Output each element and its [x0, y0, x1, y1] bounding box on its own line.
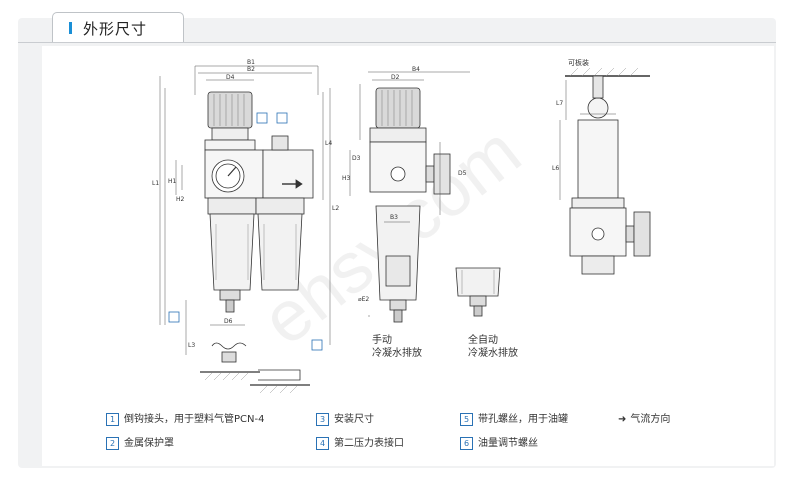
- lubricator-bowl: [257, 213, 303, 291]
- legend-num-1: 1: [106, 412, 119, 426]
- manual-drain-caption: 手动 冷凝水排放: [372, 334, 422, 360]
- auto-drain-bowl: [455, 267, 501, 297]
- legend-item-4: 4 第二压力表接口: [316, 434, 404, 450]
- legend-text-2: 金属保护罩: [124, 438, 174, 449]
- auto-caption-line2: 冷凝水排放: [468, 348, 518, 359]
- lubricator-body: [262, 149, 314, 199]
- section-tab: 外形尺寸: [52, 12, 184, 43]
- side-gauge: [433, 153, 451, 195]
- tab-accent-bar: [69, 22, 72, 34]
- legend-text-6: 油量调节螺丝: [478, 438, 538, 449]
- filter-bowl: [209, 213, 255, 291]
- manual-caption-line1: 手动: [372, 335, 392, 346]
- dim-l3: L3: [188, 342, 196, 349]
- dim-b1: B1: [247, 59, 255, 66]
- legend-item-3: 3 安装尺寸: [316, 410, 374, 426]
- dim-l1: L1: [152, 180, 160, 187]
- dim-b2: B2: [247, 66, 255, 73]
- legend-item-1: 1 倒钩接头，用于塑料气管PCN-4: [106, 410, 264, 426]
- legend-item-flow: ➜气流方向: [618, 410, 670, 425]
- auto-caption-line1: 全自动: [468, 335, 498, 346]
- auto-drain-caption: 全自动 冷凝水排放: [468, 334, 518, 360]
- legend-text-3: 安装尺寸: [334, 414, 374, 425]
- legend-text-4: 第二压力表接口: [334, 438, 404, 449]
- filter-knob: [375, 87, 421, 129]
- dim-h2: H2: [176, 196, 185, 203]
- panel-gauge: [633, 211, 651, 257]
- regulator-knob: [207, 91, 253, 129]
- legend-num-2: 2: [106, 436, 119, 450]
- panel-mount-label: 可板装: [568, 59, 589, 67]
- legend-text-1: 倒钩接头，用于塑料气管PCN-4: [124, 414, 265, 425]
- dim-d4: D4: [226, 74, 235, 81]
- dim-d5: D5: [458, 170, 467, 177]
- legend-num-4: 4: [316, 436, 329, 450]
- dim-h3: H3: [342, 175, 351, 182]
- dim-l6: L6: [552, 165, 560, 172]
- dim-b3: B3: [390, 214, 398, 221]
- dim-d2: D2: [391, 74, 400, 81]
- dim-l4: L4: [325, 140, 333, 147]
- section-title: 外形尺寸: [83, 20, 148, 38]
- legend-item-2: 2 金属保护罩: [106, 434, 174, 450]
- legend-text-flow: 气流方向: [630, 414, 671, 425]
- arrow-right-icon: ➜: [618, 414, 627, 425]
- dim-h1: H1: [168, 178, 177, 185]
- dim-d6: D6: [224, 318, 233, 325]
- dim-l2: L2: [332, 205, 340, 212]
- legend-text-5: 带孔螺丝，用于油罐: [478, 414, 568, 425]
- tab-divider: [18, 42, 776, 43]
- manual-caption-line2: 冷凝水排放: [372, 348, 422, 359]
- legend-num-6: 6: [460, 436, 473, 450]
- legend-num-3: 3: [316, 412, 329, 426]
- legend-item-6: 6 油量调节螺丝: [460, 434, 538, 450]
- dim-l7: L7: [556, 100, 564, 107]
- legend-item-5: 5 带孔螺丝，用于油罐: [460, 410, 568, 426]
- dim-d3: D3: [352, 155, 361, 162]
- panel-regulator-body: [577, 119, 619, 199]
- dim-e2: ⌀E2: [358, 296, 370, 303]
- dim-b4: B4: [412, 66, 420, 73]
- legend-num-5: 5: [460, 412, 473, 426]
